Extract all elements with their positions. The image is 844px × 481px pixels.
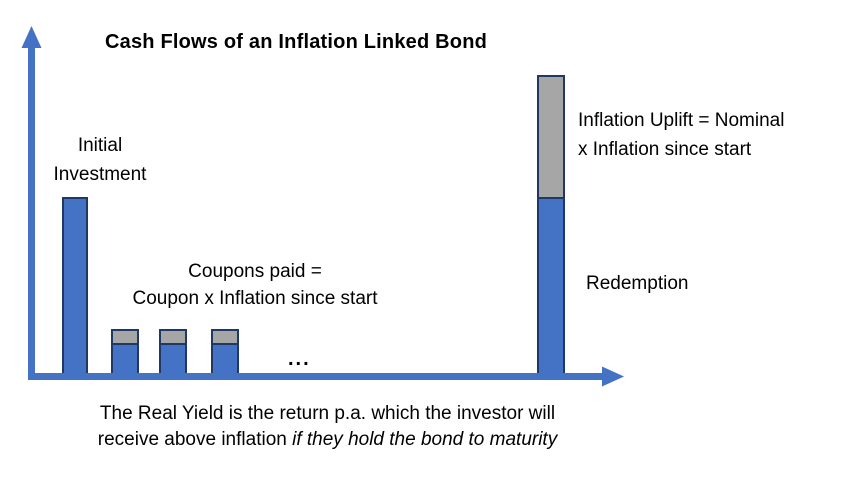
bar-coupon-2-coupon-segment bbox=[159, 343, 187, 377]
inflation-uplift-label: Inflation Uplift = Nominal x Inflation s… bbox=[578, 106, 784, 164]
time-ellipsis: ... bbox=[288, 348, 311, 370]
bar-coupon-3-coupon-segment bbox=[211, 343, 239, 377]
bar-coupon-2 bbox=[159, 329, 187, 377]
inflation-uplift-label-line1: Inflation Uplift = Nominal bbox=[578, 110, 785, 131]
real-yield-caption-line1: The Real Yield is the return p.a. which … bbox=[99, 403, 556, 424]
bar-coupon-1 bbox=[111, 329, 139, 377]
x-axis-arrowhead-icon bbox=[602, 366, 624, 387]
initial-investment-label-line2: Investment bbox=[53, 164, 147, 185]
chart-title: Cash Flows of an Inflation Linked Bond bbox=[105, 31, 488, 53]
coupons-label-line1: Coupons paid = bbox=[188, 261, 322, 282]
bar-redemption bbox=[537, 75, 565, 377]
real-yield-caption: The Real Yield is the return p.a. which … bbox=[25, 401, 630, 453]
bar-coupon-1-coupon-segment bbox=[111, 343, 139, 377]
bar-initial-investment bbox=[62, 197, 88, 377]
real-yield-caption-line2-normal: receive above inflation bbox=[97, 429, 293, 450]
real-yield-caption-line2: receive above inflation if they hold the… bbox=[25, 427, 630, 453]
y-axis-arrow bbox=[21, 26, 42, 380]
bar-coupon-3 bbox=[211, 329, 239, 377]
initial-investment-label-line1: Initial bbox=[77, 135, 123, 156]
coupons-label: Coupons paid = Coupon x Inflation since … bbox=[105, 258, 405, 312]
redemption-label: Redemption bbox=[586, 273, 689, 294]
initial-investment-label: Initial Investment bbox=[30, 131, 170, 189]
inflation-uplift-label-line2: x Inflation since start bbox=[578, 139, 752, 160]
bar-redemption-principal-segment bbox=[537, 197, 565, 377]
y-axis-arrowhead-icon bbox=[21, 26, 42, 48]
real-yield-caption-line2-italic: if they hold the bond to maturity bbox=[292, 429, 558, 450]
bar-redemption-uplift-segment bbox=[537, 75, 565, 199]
coupons-label-line2: Coupon x Inflation since start bbox=[132, 288, 378, 309]
